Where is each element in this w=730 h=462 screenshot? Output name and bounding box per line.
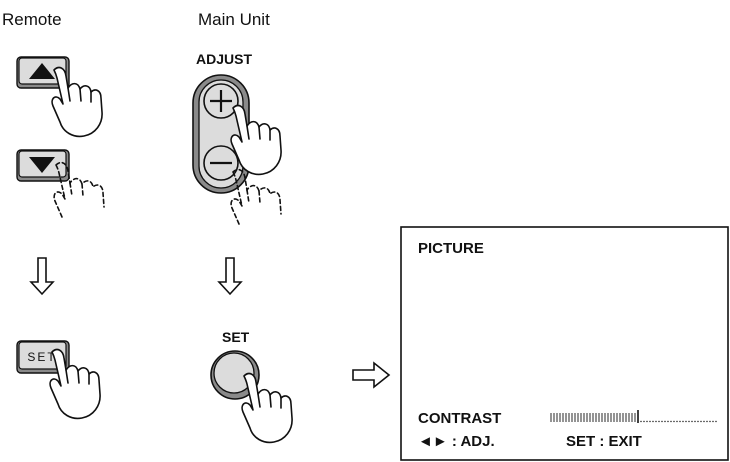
contrast-tick-empty: [661, 420, 663, 423]
osd-footer-adjust: ◄► : ADJ.: [418, 433, 495, 450]
set-label: SET: [222, 329, 250, 345]
osd-contrast-label: CONTRAST: [418, 410, 501, 427]
pointing-hand-icon: [241, 372, 293, 444]
contrast-tick-empty: [643, 420, 645, 423]
contrast-tick-empty: [697, 420, 699, 423]
arrow-down-outline-icon: [217, 257, 243, 296]
contrast-tick-empty: [709, 420, 711, 423]
contrast-tick-empty: [670, 420, 672, 423]
pointing-hand-icon: [49, 348, 101, 420]
arrow-right-outline-icon: [352, 361, 391, 389]
osd-title: PICTURE: [418, 240, 484, 257]
contrast-tick-empty: [664, 420, 666, 423]
contrast-tick-empty: [706, 420, 708, 423]
adjust-minus-button[interactable]: [203, 145, 239, 181]
adjust-plus-button[interactable]: [203, 83, 239, 119]
adjust-rocker[interactable]: [192, 74, 250, 194]
main-unit-header: Main Unit: [198, 10, 270, 29]
contrast-tick-empty: [703, 420, 705, 423]
contrast-tick-empty: [688, 420, 690, 423]
arrow-down-outline-icon: [29, 257, 55, 296]
contrast-tick-empty: [712, 420, 714, 423]
contrast-tick-empty: [676, 420, 678, 423]
adjust-label: ADJUST: [196, 51, 252, 67]
contrast-tick-empty: [652, 420, 654, 423]
contrast-tick-empty: [673, 420, 675, 423]
remote-set-key-label: SET: [27, 350, 56, 364]
contrast-tick-empty: [715, 420, 717, 423]
contrast-level-bar: [550, 410, 717, 423]
contrast-tick-empty: [694, 420, 696, 423]
contrast-tick-empty: [682, 420, 684, 423]
osd-screen: PICTURE CONTRAST ◄► : ADJ. SET : EXIT: [400, 226, 729, 461]
remote-down-key[interactable]: [16, 149, 70, 182]
contrast-tick-empty: [655, 420, 657, 423]
remote-up-key[interactable]: [16, 56, 70, 89]
contrast-tick-empty: [646, 420, 648, 423]
plus-icon: [210, 90, 232, 112]
remote-header: Remote: [2, 10, 62, 29]
contrast-tick-empty: [679, 420, 681, 423]
triangle-down-icon: [29, 157, 55, 173]
contrast-tick-empty: [691, 420, 693, 423]
contrast-tick-empty: [685, 420, 687, 423]
contrast-tick-empty: [667, 420, 669, 423]
contrast-tick-empty: [700, 420, 702, 423]
contrast-tick-empty: [640, 420, 642, 423]
contrast-tick-empty: [649, 420, 651, 423]
triangle-up-icon: [29, 63, 55, 79]
pointing-hand-icon: [51, 66, 103, 138]
osd-footer-exit: SET : EXIT: [566, 433, 642, 450]
contrast-tick-empty: [658, 420, 660, 423]
